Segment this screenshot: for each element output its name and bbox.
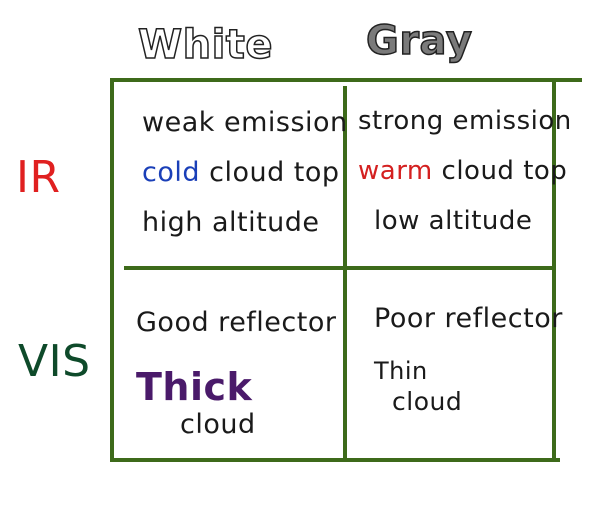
cell-text: cloud top [209, 157, 340, 188]
cell-line: Good reflector [136, 307, 337, 338]
row-label-vis: VIS [18, 336, 91, 387]
thick-emphasis: Thick [136, 365, 253, 409]
column-header-gray: Gray [365, 17, 473, 65]
cell-line: Poor reflector [374, 303, 563, 334]
grid-right-line [552, 78, 556, 462]
row-label-ir: IR [16, 152, 61, 203]
cell-line: Thin [374, 357, 428, 385]
cell-vis-white: Good reflector Thick cloud [136, 298, 336, 442]
cell-text: cloud top [441, 156, 568, 186]
grid-middle-horizontal [124, 266, 554, 270]
cell-line: weak emission [142, 107, 348, 138]
cell-ir-gray: strong emission warm cloud top low altit… [358, 96, 572, 246]
cell-line: cold cloud top [142, 148, 348, 198]
cell-line: low altitude [374, 206, 533, 236]
cell-line: strong emission [358, 106, 572, 136]
grid-left-line [110, 78, 114, 462]
grid-bottom-line [110, 458, 560, 462]
cold-highlight: cold [142, 157, 201, 188]
cell-vis-gray: Poor reflector Thin cloud [374, 294, 563, 418]
cell-line: cloud [392, 387, 463, 416]
cell-ir-white: weak emission cold cloud top high altitu… [142, 98, 348, 248]
column-header-white: White [137, 21, 274, 69]
warm-highlight: warm [358, 156, 433, 186]
cell-line: cloud [180, 409, 256, 440]
cell-line: warm cloud top [358, 146, 572, 196]
grid-middle-vertical [343, 86, 347, 460]
grid-top-line [110, 78, 582, 82]
cell-line: high altitude [142, 207, 320, 238]
